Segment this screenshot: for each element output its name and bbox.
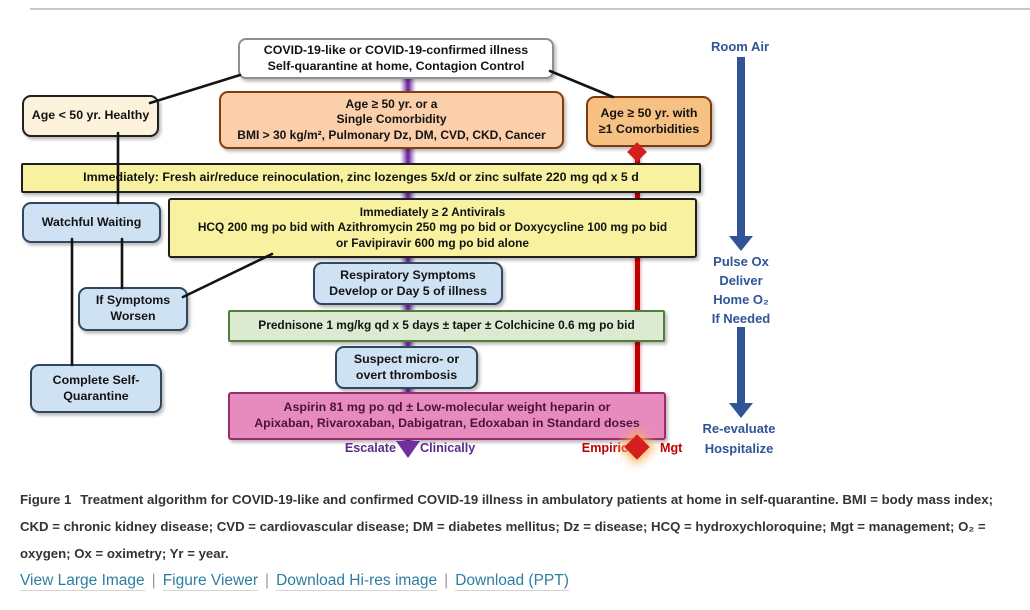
node-line: Single Comorbidity	[336, 112, 447, 127]
label-line: Pulse Ox	[713, 254, 769, 269]
download-ppt-link[interactable]: Download (PPT)	[455, 572, 569, 591]
node-watchful-waiting: Watchful Waiting	[22, 202, 161, 243]
treatment-algorithm-figure: COVID-19-like or COVID-19-confirmed illn…	[21, 38, 803, 460]
label-line: Deliver	[719, 273, 763, 288]
node-line: COVID-19-like or COVID-19-confirmed illn…	[263, 42, 529, 57]
label-line: Hospitalize	[704, 441, 774, 456]
mgt-label: Mgt	[660, 441, 683, 455]
node-line: Worsen	[110, 309, 156, 323]
node-line: Suspect micro- or	[353, 351, 460, 366]
node-line: HCQ 200 mg po bid with Azithromycin 250 …	[197, 220, 668, 235]
node-line: Respiratory Symptoms	[340, 267, 476, 282]
node-line: Complete Self-	[52, 372, 140, 387]
node-line: Prednisone 1 mg/kg qd x 5 days ± taper ±…	[258, 318, 635, 333]
figure-viewer-link[interactable]: Figure Viewer	[162, 572, 259, 591]
page-top-divider	[30, 8, 1030, 10]
label-line: Re-evaluate	[702, 421, 776, 436]
oxygen-arrow-lower	[737, 327, 745, 405]
node-line: or Favipiravir 600 mg po bid alone	[336, 235, 529, 250]
node-line: Immediately: Fresh air/reduce reinoculat…	[83, 170, 639, 185]
room-air-label: Room Air	[710, 39, 770, 54]
node-line: Develop or Day 5 of illness	[329, 283, 487, 298]
pulse-ox-label: Pulse Ox Deliver Home O₂ If Needed	[683, 252, 799, 328]
node-immediate-zinc: Immediately: Fresh air/reduce reinoculat…	[21, 163, 701, 193]
node-respiratory-symptoms: Respiratory Symptoms Develop or Day 5 of…	[313, 262, 503, 305]
node-line: Apixaban, Rivaroxaban, Dabigatran, Edoxa…	[254, 416, 640, 430]
node-line: Quarantine	[63, 388, 129, 403]
node-if-symptoms-worsen: If Symptoms Worsen	[78, 287, 188, 331]
node-line: Self-quarantine at home, Contagion Contr…	[267, 58, 525, 73]
label-line: Home O₂	[713, 292, 769, 307]
node-line: overt thrombosis	[355, 367, 458, 382]
link-separator: |	[151, 572, 156, 589]
node-suspect-thrombosis: Suspect micro- or overt thrombosis	[335, 346, 478, 389]
oxygen-arrowhead-upper-icon	[729, 236, 753, 251]
node-line: BMI > 30 kg/m², Pulmonary Dz, DM, CVD, C…	[237, 127, 546, 142]
escalate-arrowhead-icon	[396, 441, 420, 458]
label-line: If Needed	[711, 311, 771, 326]
oxygen-arrowhead-lower-icon	[729, 403, 753, 418]
node-line: Watchful Waiting	[41, 214, 142, 229]
view-large-image-link[interactable]: View Large Image	[20, 572, 145, 591]
figure-action-links: View Large Image | Figure Viewer | Download …	[20, 572, 569, 591]
oxygen-arrow-upper	[737, 57, 745, 237]
node-prednisone: Prednisone 1 mg/kg qd x 5 days ± taper ±…	[228, 310, 665, 342]
node-age-over-50-multi-comorbidities: Age ≥ 50 yr. with ≥1 Comorbidities	[586, 96, 712, 147]
figure-caption-text: Treatment algorithm for COVID-19-like an…	[20, 492, 993, 561]
node-age-over-50-single-comorbidity: Age ≥ 50 yr. or a Single Comorbidity BMI…	[219, 91, 564, 149]
node-line: Age ≥ 50 yr. with	[600, 105, 698, 120]
node-antivirals: Immediately ≥ 2 Antivirals HCQ 200 mg po…	[168, 198, 697, 258]
escalate-label: Escalate	[344, 441, 396, 455]
node-covid-illness: COVID-19-like or COVID-19-confirmed illn…	[238, 38, 554, 79]
node-line: Age < 50 yr. Healthy	[31, 108, 150, 123]
node-line: Age ≥ 50 yr. or a	[345, 96, 438, 111]
node-anticoagulation: Aspirin 81 mg po qd ± Low-molecular weig…	[228, 392, 666, 440]
figure-number-label: Figure 1	[20, 492, 72, 507]
reevaluate-hospitalize-label: Re-evaluate Hospitalize	[675, 419, 803, 459]
node-line: Immediately ≥ 2 Antivirals	[359, 205, 506, 220]
link-separator: |	[265, 572, 270, 589]
empiric-management-rail	[635, 150, 640, 442]
node-complete-self-quarantine: Complete Self- Quarantine	[30, 364, 162, 413]
node-age-under-50: Age < 50 yr. Healthy	[22, 95, 159, 137]
download-hires-link[interactable]: Download Hi-res image	[276, 572, 438, 591]
node-line: ≥1 Comorbidities	[598, 121, 700, 136]
link-separator: |	[444, 572, 449, 589]
node-line: If Symptoms	[95, 293, 171, 308]
clinically-label: Clinically	[420, 441, 476, 455]
node-line: Aspirin 81 mg po qd ± Low-molecular weig…	[283, 400, 611, 415]
empiric-label: Empiric	[581, 441, 628, 455]
